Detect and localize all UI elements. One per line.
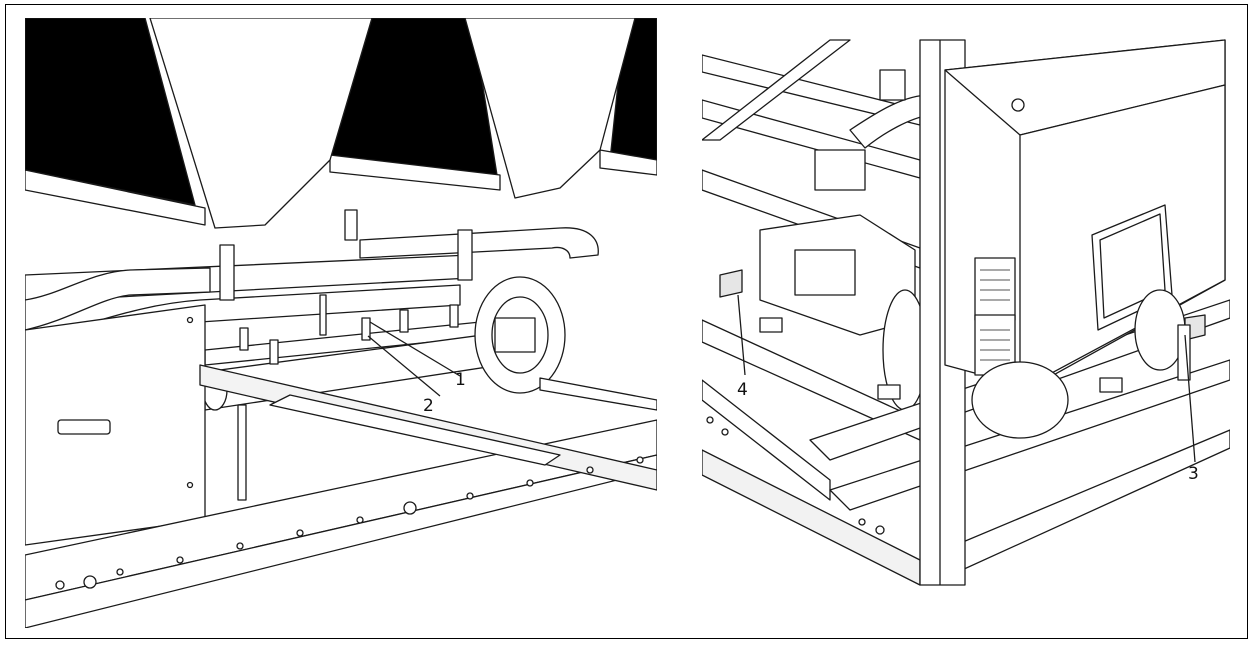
base-frame-rail xyxy=(25,419,657,601)
v-panel xyxy=(464,18,636,199)
callout-3: 3 xyxy=(1188,464,1199,484)
leader-line-2 xyxy=(367,335,441,397)
callout-1: 1 xyxy=(455,370,466,390)
v-panel xyxy=(149,18,373,229)
condenser-coil-dark xyxy=(25,18,196,206)
callout-2: 2 xyxy=(423,396,434,416)
leader-line-3 xyxy=(1184,334,1196,463)
leader-line-4 xyxy=(737,294,746,376)
figure-frame xyxy=(5,4,1248,639)
callout-4: 4 xyxy=(737,380,748,400)
sensor-box-4 xyxy=(719,269,743,298)
electrical-cabinet xyxy=(25,304,206,546)
leader-line-1 xyxy=(369,321,461,377)
right-drawing xyxy=(702,39,1230,586)
